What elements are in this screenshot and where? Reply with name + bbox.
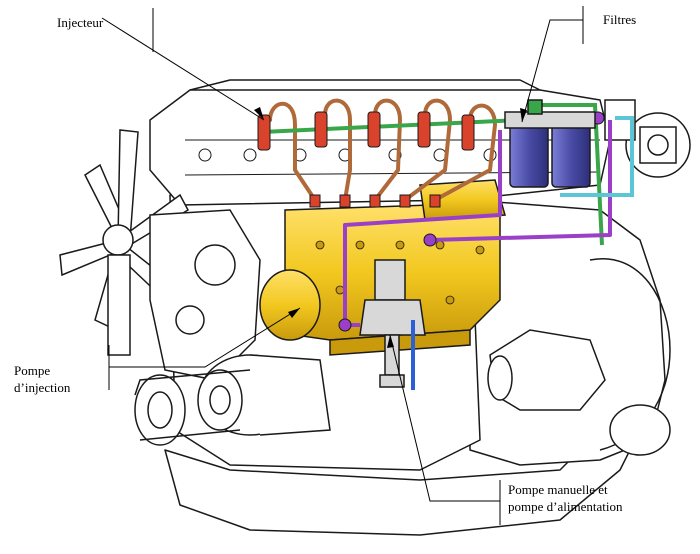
feed-pump [359,259,426,388]
turbo [604,99,691,178]
label-pompe-injection-line1: Pompe [14,363,51,378]
label-pompe-manuelle-line2: pompe d’alimentation [508,499,623,514]
label-pompe-injection: Pompe d’injection [14,362,104,396]
crank-pulley [134,369,251,446]
label-pompe-manuelle-line1: Pompe manuelle et [508,482,608,497]
label-injecteur: Injecteur [57,15,104,30]
callout-lines [101,6,584,525]
starter [487,329,606,411]
filter-icon [504,99,596,188]
label-filtres: Filtres [603,12,637,27]
label-pompe-injection-line2: d’injection [14,380,71,395]
label-pompe-manuelle: Pompe manuelle et pompe d’alimentation [508,481,678,515]
callout-arrowheads [254,107,527,348]
alternator [197,354,331,436]
injector-icon [257,111,475,151]
cyan-line [560,116,634,197]
line-fittings [309,194,441,208]
high-pressure-lines [268,98,498,202]
